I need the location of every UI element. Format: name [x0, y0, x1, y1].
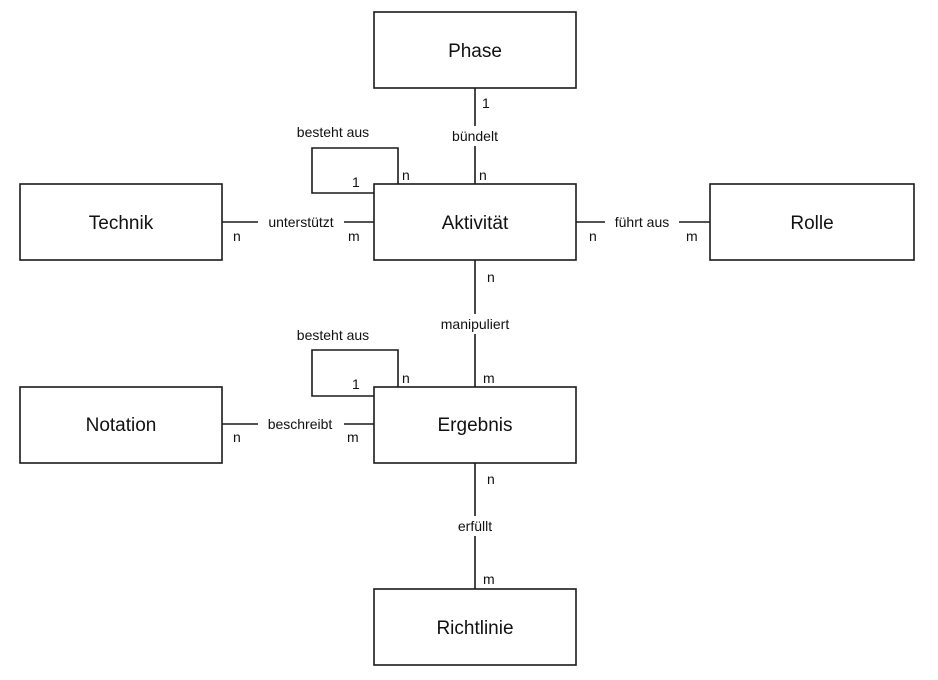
card-besteht-aus-aktivitaet-n: n [402, 167, 410, 183]
card-manipuliert-bottom: m [483, 370, 495, 386]
card-besteht-aus-ergebnis-one: 1 [352, 376, 360, 392]
edge-besteht-aus-ergebnis [311, 349, 399, 397]
card-unterstuetzt-right: m [348, 228, 360, 244]
card-fuehrt-aus-left: n [589, 228, 597, 244]
entity-rolle: Rolle [709, 183, 915, 261]
card-erfuellt-bottom: m [483, 571, 495, 587]
entity-aktivitaet: Aktivität [373, 183, 577, 261]
entity-ergebnis: Ergebnis [373, 386, 577, 464]
card-buendelt-bottom: n [479, 167, 487, 183]
card-unterstuetzt-left: n [233, 228, 241, 244]
entity-richtlinie-label: Richtlinie [436, 618, 513, 639]
relation-besteht-aus-aktivitaet-label: besteht aus [297, 124, 369, 140]
edge-besteht-aus-aktivitaet [311, 147, 399, 194]
entity-aktivitaet-label: Aktivität [442, 213, 509, 234]
card-manipuliert-top: n [487, 269, 495, 285]
card-buendelt-top: 1 [482, 95, 490, 111]
entity-rolle-label: Rolle [790, 213, 833, 234]
relation-buendelt-label: bündelt [452, 128, 498, 144]
entity-notation: Notation [19, 386, 223, 464]
entity-ergebnis-label: Ergebnis [438, 415, 513, 436]
relation-beschreibt-label: beschreibt [268, 416, 333, 432]
entity-technik: Technik [19, 183, 223, 261]
entity-phase-label: Phase [448, 41, 502, 62]
entity-technik-label: Technik [89, 213, 154, 234]
relation-besteht-aus-ergebnis-label: besteht aus [297, 327, 369, 343]
card-beschreibt-right: m [347, 429, 359, 445]
entity-phase: Phase [373, 11, 577, 89]
entity-notation-label: Notation [86, 415, 157, 436]
relation-manipuliert-label: manipuliert [441, 316, 510, 332]
card-besteht-aus-ergebnis-n: n [402, 370, 410, 386]
relation-erfuellt-label: erfüllt [458, 518, 492, 534]
card-besteht-aus-aktivitaet-one: 1 [352, 174, 360, 190]
card-erfuellt-top: n [487, 471, 495, 487]
entity-richtlinie: Richtlinie [373, 588, 577, 666]
relation-fuehrt-aus-label: führt aus [615, 214, 669, 230]
relation-unterstuetzt-label: unterstützt [268, 214, 333, 230]
card-beschreibt-left: n [233, 429, 241, 445]
card-fuehrt-aus-right: m [686, 228, 698, 244]
